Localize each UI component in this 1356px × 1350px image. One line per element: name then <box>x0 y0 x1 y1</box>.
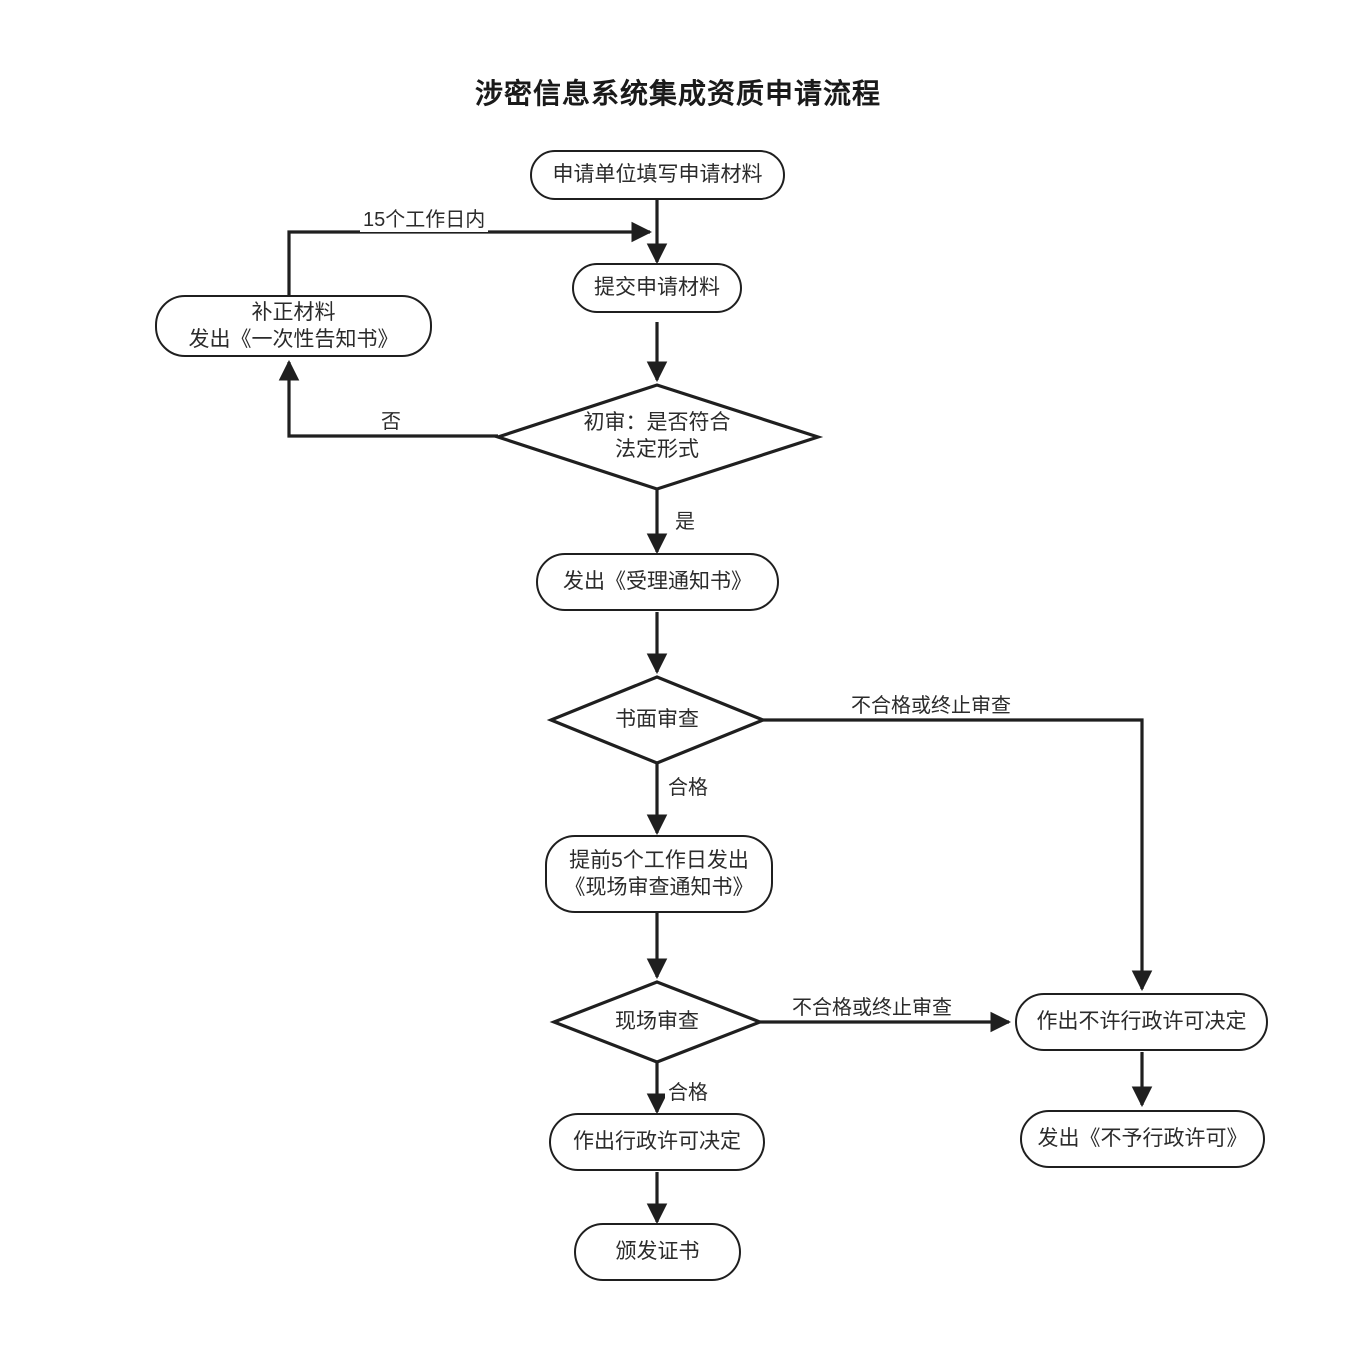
node-supplement-materials[interactable]: 补正材料 发出《一次性告知书》 <box>155 295 432 357</box>
node-fill-application[interactable]: 申请单位填写申请材料 <box>530 150 785 200</box>
node-grant-decision[interactable]: 作出行政许可决定 <box>549 1113 765 1171</box>
node-fill-application-label: 申请单位填写申请材料 <box>552 163 763 187</box>
edge-label-preliminary-no: 否 <box>378 405 404 434</box>
edge-document-fail <box>763 718 1153 992</box>
edge-supplement-to-submit <box>287 221 653 296</box>
diamond-onsite-review <box>549 980 765 1064</box>
node-issue-certificate[interactable]: 颁发证书 <box>574 1223 741 1281</box>
node-grant-decision-label: 作出行政许可决定 <box>573 1130 741 1154</box>
edge-label-within-15-days: 15个工作日内 <box>360 203 489 232</box>
node-acceptance-notice[interactable]: 发出《受理通知书》 <box>536 553 779 611</box>
page-title: 涉密信息系统集成资质申请流程 <box>474 78 881 109</box>
node-submit-application[interactable]: 提交申请材料 <box>572 263 742 313</box>
node-deny-notice[interactable]: 发出《不予行政许可》 <box>1020 1110 1265 1168</box>
node-submit-application-label: 提交申请材料 <box>594 276 720 300</box>
node-deny-decision-label: 作出不许行政许可决定 <box>1036 1010 1247 1034</box>
edge-label-preliminary-yes: 是 <box>672 505 698 534</box>
node-onsite-notice-label: 提前5个工作日发出 《现场审查通知书》 <box>564 848 754 899</box>
node-supplement-materials-label: 补正材料 发出《一次性告知书》 <box>188 300 399 351</box>
edge-preliminary-no <box>278 359 498 438</box>
node-issue-certificate-label: 颁发证书 <box>615 1240 700 1264</box>
edge-label-onsite-fail: 不合格或终止审查 <box>789 991 955 1020</box>
node-deny-notice-label: 发出《不予行政许可》 <box>1037 1127 1248 1151</box>
diamond-document-review <box>546 675 768 765</box>
edge-label-onsite-pass: 合格 <box>665 1076 711 1105</box>
edge-label-document-fail: 不合格或终止审查 <box>848 689 1014 718</box>
node-acceptance-notice-label: 发出《受理通知书》 <box>563 570 752 594</box>
edge-label-document-pass: 合格 <box>665 771 711 800</box>
node-deny-decision[interactable]: 作出不许行政许可决定 <box>1015 993 1268 1051</box>
diamond-preliminary-review <box>492 383 824 491</box>
node-onsite-notice[interactable]: 提前5个工作日发出 《现场审查通知书》 <box>545 835 773 913</box>
